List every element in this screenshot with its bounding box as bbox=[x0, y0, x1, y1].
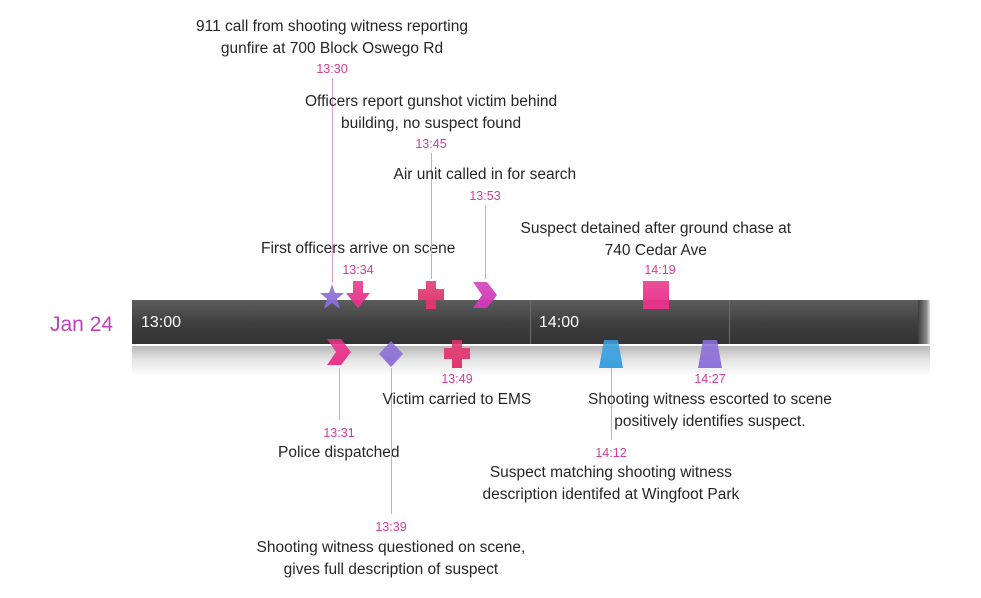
event-description-line: description identifed at Wingfoot Park bbox=[482, 486, 740, 503]
event-description-line: gives full description of suspect bbox=[283, 561, 499, 578]
timeline-scale-label-start: 13:00 bbox=[141, 314, 182, 331]
event-description-line: Shooting witness questioned on scene, bbox=[256, 539, 526, 556]
event-time-label: 13:39 bbox=[375, 520, 407, 534]
event-time-label: 13:45 bbox=[415, 137, 447, 151]
event-marker-diamond-icon bbox=[377, 339, 405, 374]
timeline-bar-end bbox=[918, 300, 930, 344]
event-time-label: 13:30 bbox=[316, 62, 348, 76]
event-description-line: building, no suspect found bbox=[341, 115, 522, 132]
event-description: Police dispatched bbox=[278, 442, 400, 464]
event-connector-line bbox=[485, 205, 486, 279]
event-description: Suspect detained after ground chase at 74… bbox=[521, 218, 792, 262]
event-time-label: 14:19 bbox=[644, 263, 676, 277]
event-description: Air unit called in for search bbox=[394, 164, 577, 186]
event-description: First officers arrive on scene bbox=[261, 238, 455, 260]
event-description-line: 911 call from shooting witness reporting bbox=[196, 18, 468, 35]
event-marker-cross-icon bbox=[417, 280, 445, 315]
event-description-line: positively identifies suspect. bbox=[614, 413, 806, 430]
event-description-line: 740 Cedar Ave bbox=[604, 242, 707, 259]
timeline-hour-divider bbox=[530, 300, 531, 344]
event-description-line: Suspect matching shooting witness bbox=[489, 464, 732, 481]
event-description-line: gunfire at 700 Block Oswego Rd bbox=[220, 40, 444, 57]
event-time-label: 13:53 bbox=[469, 189, 501, 203]
event-marker-chevron-icon bbox=[325, 337, 353, 372]
event-connector-line bbox=[431, 153, 432, 279]
event-description: Victim carried to EMS bbox=[383, 389, 532, 411]
event-marker-star-icon bbox=[318, 282, 346, 317]
event-marker-trapezoid-icon bbox=[696, 339, 724, 374]
event-description-line: Police dispatched bbox=[278, 444, 400, 461]
event-marker-chevron-icon bbox=[471, 280, 499, 315]
timeline-hour-divider bbox=[729, 300, 730, 344]
event-description-line: Air unit called in for search bbox=[393, 166, 577, 183]
timeline-date-label: Jan 24 bbox=[50, 313, 114, 336]
event-time-label: 14:27 bbox=[694, 372, 726, 386]
event-marker-square-icon bbox=[642, 280, 670, 315]
event-description-line: First officers arrive on scene bbox=[261, 240, 456, 257]
event-description: Officers report gunshot victim behind bui… bbox=[305, 91, 557, 135]
event-description-line: Suspect detained after ground chase at bbox=[520, 220, 792, 237]
event-description: Shooting witness questioned on scene, giv… bbox=[257, 537, 526, 581]
event-connector-line bbox=[611, 368, 612, 440]
event-time-label: 13:49 bbox=[441, 372, 473, 386]
timeline-bar bbox=[132, 300, 930, 344]
event-time-label: 14:12 bbox=[595, 446, 627, 460]
event-marker-cross-icon bbox=[443, 339, 471, 374]
event-description-line: Officers report gunshot victim behind bbox=[305, 93, 558, 110]
event-description-line: Shooting witness escorted to scene bbox=[588, 391, 832, 408]
event-description: Shooting witness escorted to scene positi… bbox=[588, 389, 832, 433]
event-marker-trapezoid-icon bbox=[597, 339, 625, 374]
event-description: 911 call from shooting witness reporting… bbox=[196, 16, 468, 60]
event-connector-line bbox=[339, 368, 340, 420]
event-marker-arrow-down-icon bbox=[344, 280, 372, 315]
event-connector-line bbox=[391, 368, 392, 514]
event-time-label: 13:34 bbox=[342, 263, 374, 277]
event-description: Suspect matching shooting witness descrip… bbox=[483, 462, 740, 506]
event-connector-line bbox=[332, 78, 333, 283]
event-time-label: 13:31 bbox=[323, 426, 355, 440]
event-description-line: Victim carried to EMS bbox=[382, 391, 532, 408]
timeline-scale-label-hour: 14:00 bbox=[539, 314, 580, 331]
timeline-bar-reflection bbox=[132, 346, 930, 376]
